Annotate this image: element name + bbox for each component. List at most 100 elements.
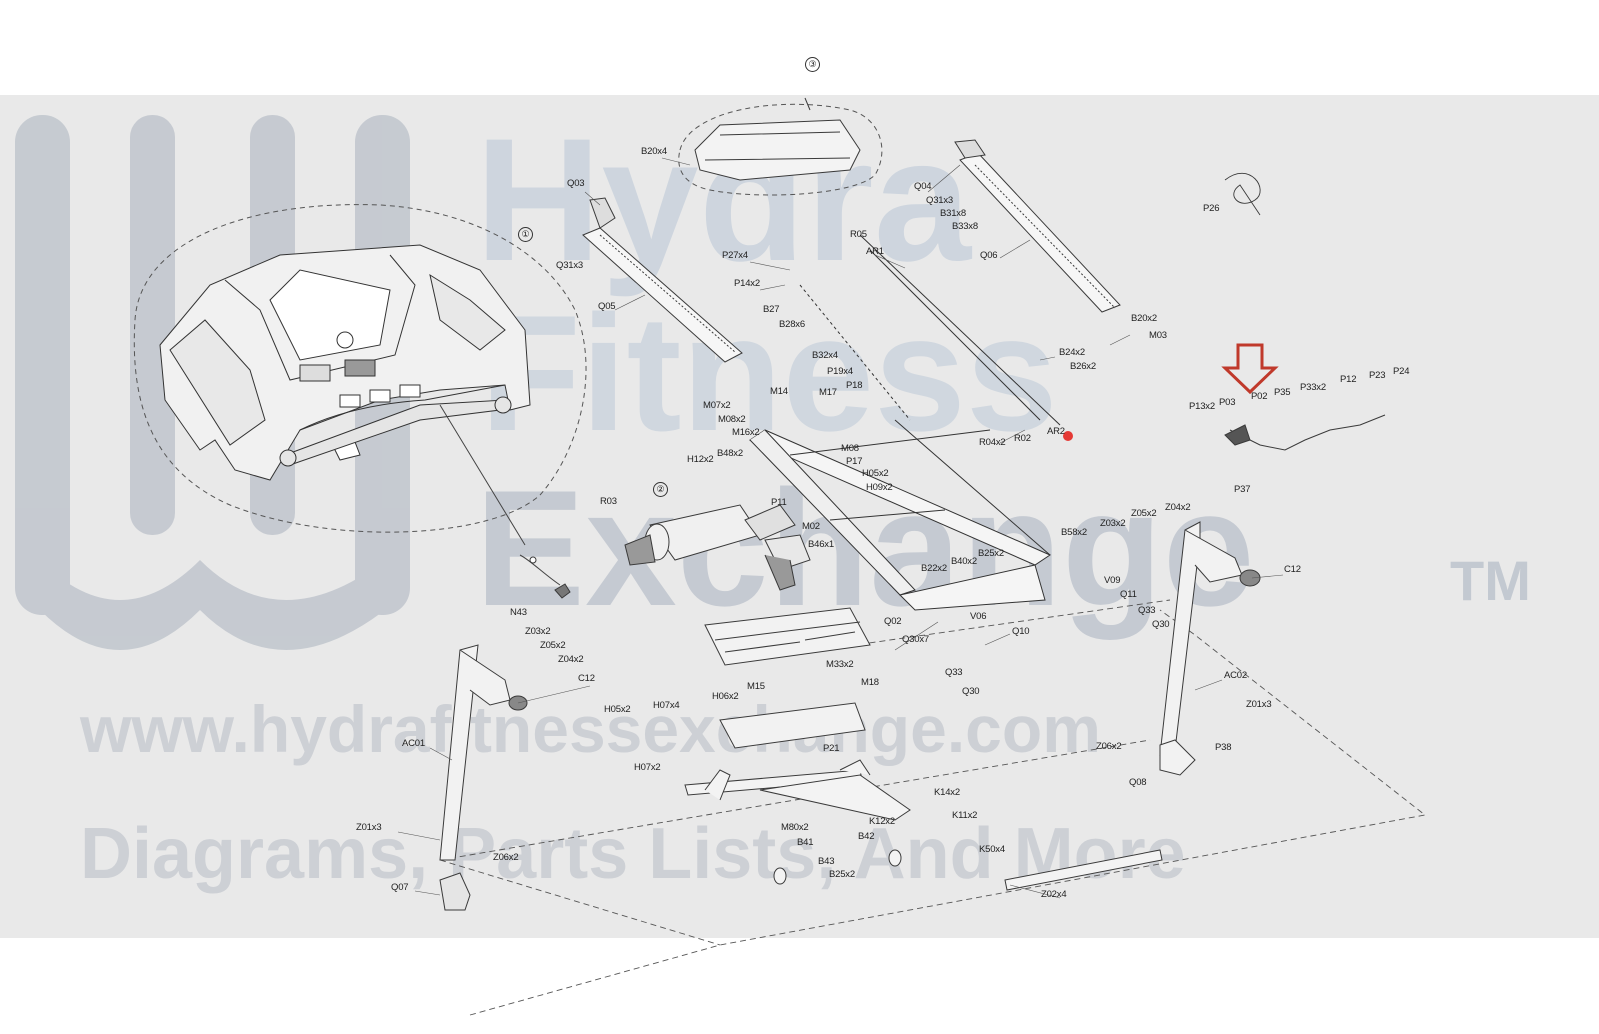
hood-group-outline bbox=[678, 103, 883, 196]
part-label-b26x2: B26x2 bbox=[1070, 361, 1096, 372]
callout-3: ③ bbox=[805, 57, 820, 72]
part-label-h12x2: H12x2 bbox=[687, 454, 714, 465]
part-label-r04x2: R04x2 bbox=[979, 437, 1006, 448]
part-label-h05x2: H05x2 bbox=[862, 468, 889, 479]
part-label-v09: V09 bbox=[1104, 575, 1121, 586]
left-upright bbox=[439, 644, 528, 911]
rear-bar bbox=[1004, 849, 1163, 891]
part-label-r05: R05 bbox=[850, 229, 867, 240]
part-label-c12b: C12 bbox=[578, 673, 595, 684]
part-label-b25x2a: B25x2 bbox=[978, 548, 1004, 559]
part-label-q10: Q10 bbox=[1012, 626, 1030, 637]
part-label-p27x4: P27x4 bbox=[722, 250, 748, 261]
part-label-z02x4: Z02x4 bbox=[1041, 889, 1067, 900]
red-down-arrow bbox=[1221, 343, 1279, 395]
part-label-b28x6: B28x6 bbox=[779, 319, 805, 330]
part-label-q04: Q04 bbox=[914, 181, 932, 192]
part-label-p02: P02 bbox=[1251, 391, 1268, 402]
part-label-h05x2b: H05x2 bbox=[604, 704, 631, 715]
part-label-m15: M15 bbox=[747, 681, 765, 692]
part-label-z04x2b: Z04x2 bbox=[558, 654, 584, 665]
callout-2: ② bbox=[653, 482, 668, 497]
part-label-m18: M18 bbox=[861, 677, 879, 688]
part-label-m03: M03 bbox=[1149, 330, 1167, 341]
part-label-z05x2b: Z05x2 bbox=[540, 640, 566, 651]
part-label-h06x2: H06x2 bbox=[712, 691, 739, 702]
red-dot-marker bbox=[1063, 431, 1073, 441]
part-label-b31x8: B31x8 bbox=[940, 208, 966, 219]
part-label-q30x7: Q30x7 bbox=[902, 634, 929, 645]
part-label-p03: P03 bbox=[1219, 397, 1236, 408]
part-label-ac02: AC02 bbox=[1224, 670, 1247, 681]
electronics-tray bbox=[704, 607, 871, 666]
part-label-p12: P12 bbox=[1340, 374, 1357, 385]
bottom-cover bbox=[719, 702, 866, 749]
part-label-q33b: Q33 bbox=[945, 667, 963, 678]
part-label-z03x2b: Z03x2 bbox=[525, 626, 551, 637]
part-label-h07x2: H07x2 bbox=[634, 762, 661, 773]
part-label-q30b: Q30 bbox=[962, 686, 980, 697]
part-label-p14x2: P14x2 bbox=[734, 278, 760, 289]
part-label-b25x2b: B25x2 bbox=[829, 869, 855, 880]
part-label-b48x2: B48x2 bbox=[717, 448, 743, 459]
part-label-q02: Q02 bbox=[884, 616, 902, 627]
part-label-q08: Q08 bbox=[1129, 777, 1147, 788]
part-label-r02: R02 bbox=[1014, 433, 1031, 444]
part-label-m02: M02 bbox=[802, 521, 820, 532]
part-label-p23: P23 bbox=[1369, 370, 1386, 381]
part-label-m14: M14 bbox=[770, 386, 788, 397]
callout-1: ① bbox=[518, 227, 533, 242]
left-side-rail bbox=[582, 197, 743, 363]
part-label-b46x1: B46x1 bbox=[808, 539, 834, 550]
console-shroud bbox=[159, 244, 531, 481]
part-label-p33x2: P33x2 bbox=[1300, 382, 1326, 393]
part-label-p35: P35 bbox=[1274, 387, 1291, 398]
part-label-p11: P11 bbox=[771, 497, 787, 508]
part-label-p13x2: P13x2 bbox=[1189, 401, 1215, 412]
part-label-b42: B42 bbox=[858, 831, 875, 842]
part-label-b22x2: B22x2 bbox=[921, 563, 947, 574]
part-label-k11x2: K11x2 bbox=[952, 810, 978, 821]
part-label-b24x2: B24x2 bbox=[1059, 347, 1085, 358]
part-label-b32x4: B32x4 bbox=[812, 350, 838, 361]
part-label-q07: Q07 bbox=[391, 882, 409, 893]
part-label-q11: Q11 bbox=[1120, 589, 1137, 600]
right-upright bbox=[1159, 521, 1261, 776]
part-label-r03: R03 bbox=[600, 496, 617, 507]
part-label-ac01: AC01 bbox=[402, 738, 425, 749]
part-label-k50x4: K50x4 bbox=[979, 844, 1005, 855]
part-label-m33x2: M33x2 bbox=[826, 659, 854, 670]
part-label-b20x2: B20x2 bbox=[1131, 313, 1157, 324]
part-label-n43: N43 bbox=[510, 607, 527, 618]
part-label-m80x2: M80x2 bbox=[781, 822, 809, 833]
part-label-ar2: AR2 bbox=[1047, 426, 1065, 437]
drive-motor bbox=[624, 504, 796, 566]
part-label-b41: B41 bbox=[797, 837, 814, 848]
part-label-p37: P37 bbox=[1234, 484, 1251, 495]
console-group-outline bbox=[133, 204, 587, 533]
part-label-k12x2: K12x2 bbox=[869, 816, 895, 827]
base-frame bbox=[684, 759, 911, 885]
part-label-z01x3b: Z01x3 bbox=[356, 822, 382, 833]
control-board bbox=[764, 534, 811, 591]
part-label-m17: M17 bbox=[819, 387, 837, 398]
part-label-q03: Q03 bbox=[567, 178, 585, 189]
part-label-p24: P24 bbox=[1393, 366, 1410, 377]
part-label-q05: Q05 bbox=[598, 301, 616, 312]
part-label-k14x2: K14x2 bbox=[934, 787, 960, 798]
part-label-b33x8: B33x8 bbox=[952, 221, 978, 232]
part-label-p17: P17 bbox=[846, 456, 863, 467]
part-label-m08: M08 bbox=[841, 443, 859, 454]
part-label-m08x2: M08x2 bbox=[718, 414, 746, 425]
part-label-b27: B27 bbox=[763, 304, 780, 315]
part-label-p21: P21 bbox=[823, 743, 840, 754]
right-side-rail bbox=[954, 139, 1121, 313]
part-label-v06: V06 bbox=[970, 611, 987, 622]
part-label-z05x2a: Z05x2 bbox=[1131, 508, 1157, 519]
part-label-h07x4: H07x4 bbox=[653, 700, 680, 711]
part-label-m07x2: M07x2 bbox=[703, 400, 731, 411]
main-frame bbox=[748, 234, 1061, 611]
part-label-p18: P18 bbox=[846, 380, 863, 391]
part-label-b43: B43 bbox=[818, 856, 835, 867]
motor-hood bbox=[694, 119, 861, 181]
